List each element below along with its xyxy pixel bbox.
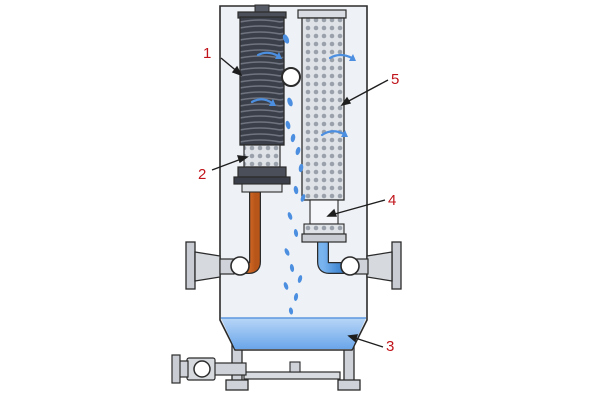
left-flange-assembly: [185, 241, 235, 290]
coalescer-element: [233, 4, 291, 193]
sight-glass-ring: [281, 67, 301, 87]
callout-5: 5: [391, 71, 399, 88]
leader-lines: [211, 57, 389, 348]
water-sump: [221, 318, 366, 349]
flow-arrows: [250, 51, 354, 137]
water-droplets: [282, 34, 306, 315]
separator-element: [297, 9, 347, 243]
vessel-support-frame: [225, 335, 361, 391]
callout-4: 4: [388, 192, 396, 209]
callout-1: 1: [203, 45, 211, 62]
callout-2: 2: [198, 166, 206, 183]
callout-3: 3: [386, 338, 394, 355]
left-pipe-union: [230, 256, 250, 276]
drain-valve-assembly: [171, 354, 247, 384]
right-pipe-union: [340, 256, 360, 276]
